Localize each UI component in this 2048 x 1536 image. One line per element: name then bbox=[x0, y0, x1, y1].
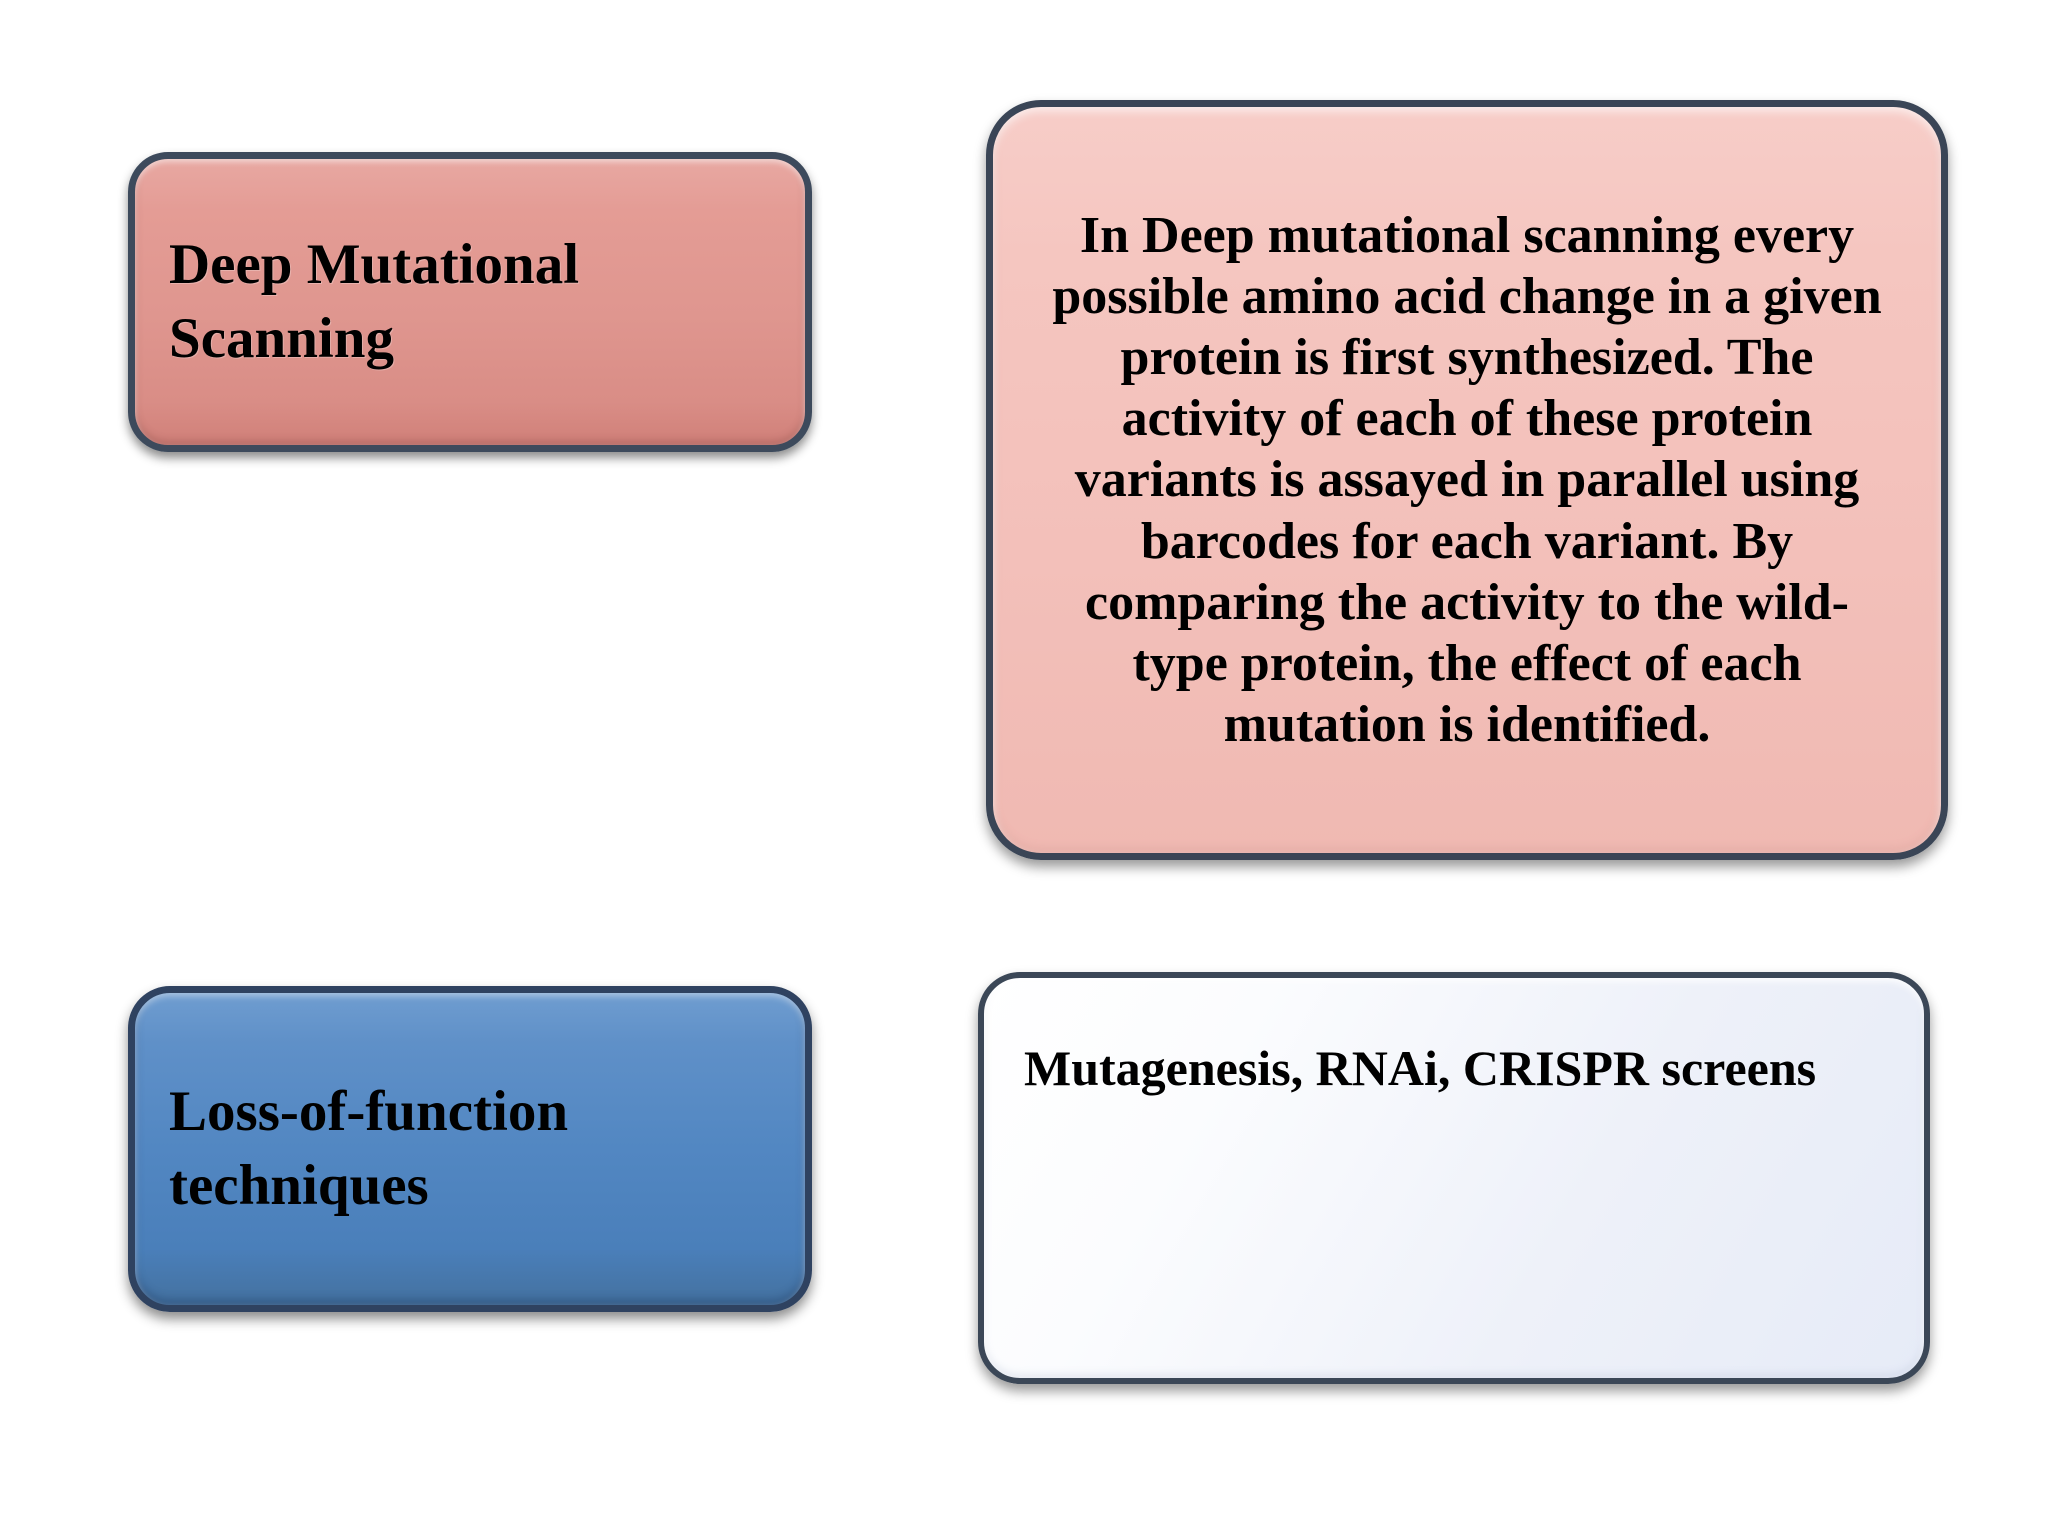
term-box-loss-of-function-techniques[interactable]: Loss-of-function techniques bbox=[128, 986, 812, 1312]
term-label-deep-mutational-scanning: Deep Mutational Scanning bbox=[169, 232, 594, 370]
description-text-loss-of-function-techniques: Mutagenesis, RNAi, CRISPR screens bbox=[1024, 1040, 1817, 1096]
description-box-loss-of-function-techniques[interactable]: Mutagenesis, RNAi, CRISPR screens bbox=[978, 972, 1930, 1384]
term-box-deep-mutational-scanning[interactable]: Deep Mutational Scanning bbox=[128, 152, 812, 452]
term-label-loss-of-function-techniques: Loss-of-function techniques bbox=[169, 1079, 583, 1217]
description-box-deep-mutational-scanning[interactable]: In Deep mutational scanning every possib… bbox=[986, 100, 1948, 860]
description-text-deep-mutational-scanning: In Deep mutational scanning every possib… bbox=[1052, 207, 1895, 753]
